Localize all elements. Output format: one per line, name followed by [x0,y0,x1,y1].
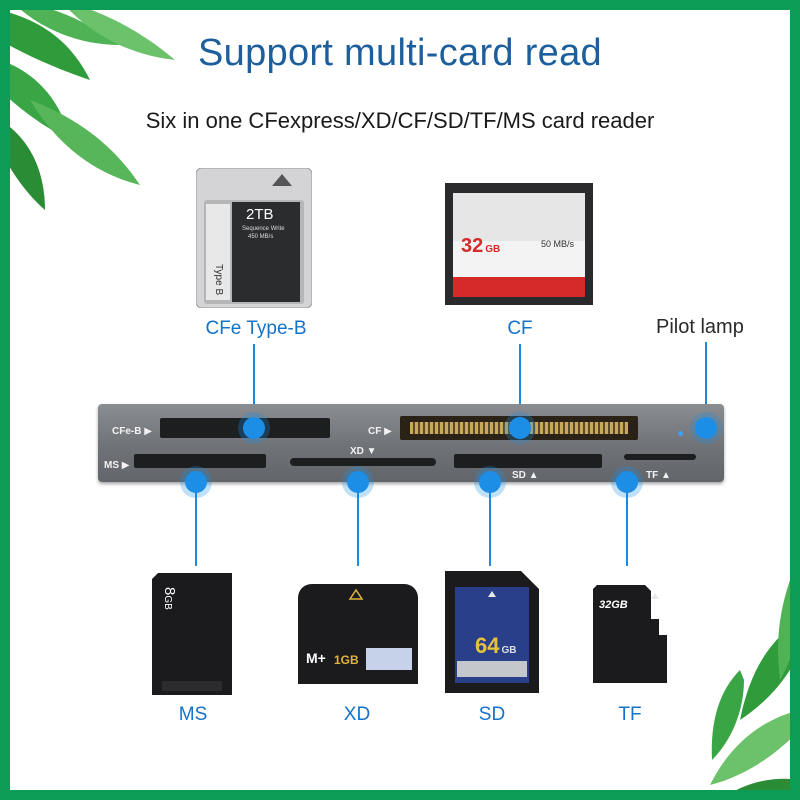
cf-connector-line [519,344,521,428]
ms-card-image: 8GB [152,573,232,695]
cf-connector-dot [509,417,531,439]
card-reader-panel: CFe-B ▶ CF ▶ MS ▶ XD ▼ SD ▲ TF ▲ [98,404,724,482]
pilot-lamp-led [678,431,683,436]
pilot-connector-line [705,342,707,428]
xd-label: XD [343,704,371,725]
ms-label: MS [178,704,208,725]
ms-card-capacity: 8GB [161,587,178,610]
slot-tf-label: TF ▲ [646,470,671,481]
tf-card-image: 32GB [593,585,667,683]
cfe-card-line2: 450 MB/s [248,234,274,240]
slot-xd-label: XD ▼ [350,446,377,457]
slot-sd-label: SD ▲ [512,470,539,481]
slot-tf [624,454,696,460]
xd-card-brand: M+ [306,650,326,666]
cfe-card-image: 2TB Sequence Write 450 MB/s Type B [196,168,312,308]
sd-label: SD [478,704,506,725]
tf-card-capacity: 32GB [599,599,628,611]
slot-sd [454,454,602,468]
cf-card-capacity-value: 32 [461,235,484,257]
xd-connector-line [357,492,359,566]
ms-card-capacity-unit: GB [162,595,173,610]
cf-card-capacity-unit: GB [485,244,501,255]
sd-card-capacity-value: 64 [475,633,500,658]
slot-xd [290,458,436,466]
ms-connector-dot [185,471,207,493]
cfe-connector-dot [243,417,265,439]
cfe-card-line1: Sequence Write [242,226,285,232]
tf-connector-line [626,492,628,566]
xd-card-capacity: 1GB [334,653,359,667]
cfe-card-side-text: Type B [213,264,224,296]
tf-connector-dot [616,471,638,493]
slot-ms-label: MS ▶ [104,460,130,471]
ms-connector-line [195,492,197,566]
page-title: Support multi-card read [198,32,602,74]
slot-ms [134,454,266,468]
pilot-connector-dot [695,417,717,439]
sd-connector-line [489,492,491,566]
cfe-connector-line [253,344,255,428]
cfe-label: CFe Type-B [205,318,307,339]
cf-label: CF [507,318,533,339]
pilot-lamp-label: Pilot lamp [656,316,744,338]
slot-cfe-label: CFe-B ▶ [112,426,152,437]
cfe-card-capacity: 2TB [246,206,274,223]
page-subtitle: Six in one CFexpress/XD/CF/SD/TF/MS card… [145,108,655,133]
xd-connector-dot [347,471,369,493]
slot-cf-label: CF ▶ [368,426,392,437]
xd-card-image: M+ 1GB [298,584,418,684]
sd-connector-dot [479,471,501,493]
sd-card-capacity-unit: GB [501,645,517,656]
leaves-top-left-decoration [0,0,175,210]
tf-label: TF [618,704,642,725]
cf-card-speed: 50 MB/s [541,239,575,249]
